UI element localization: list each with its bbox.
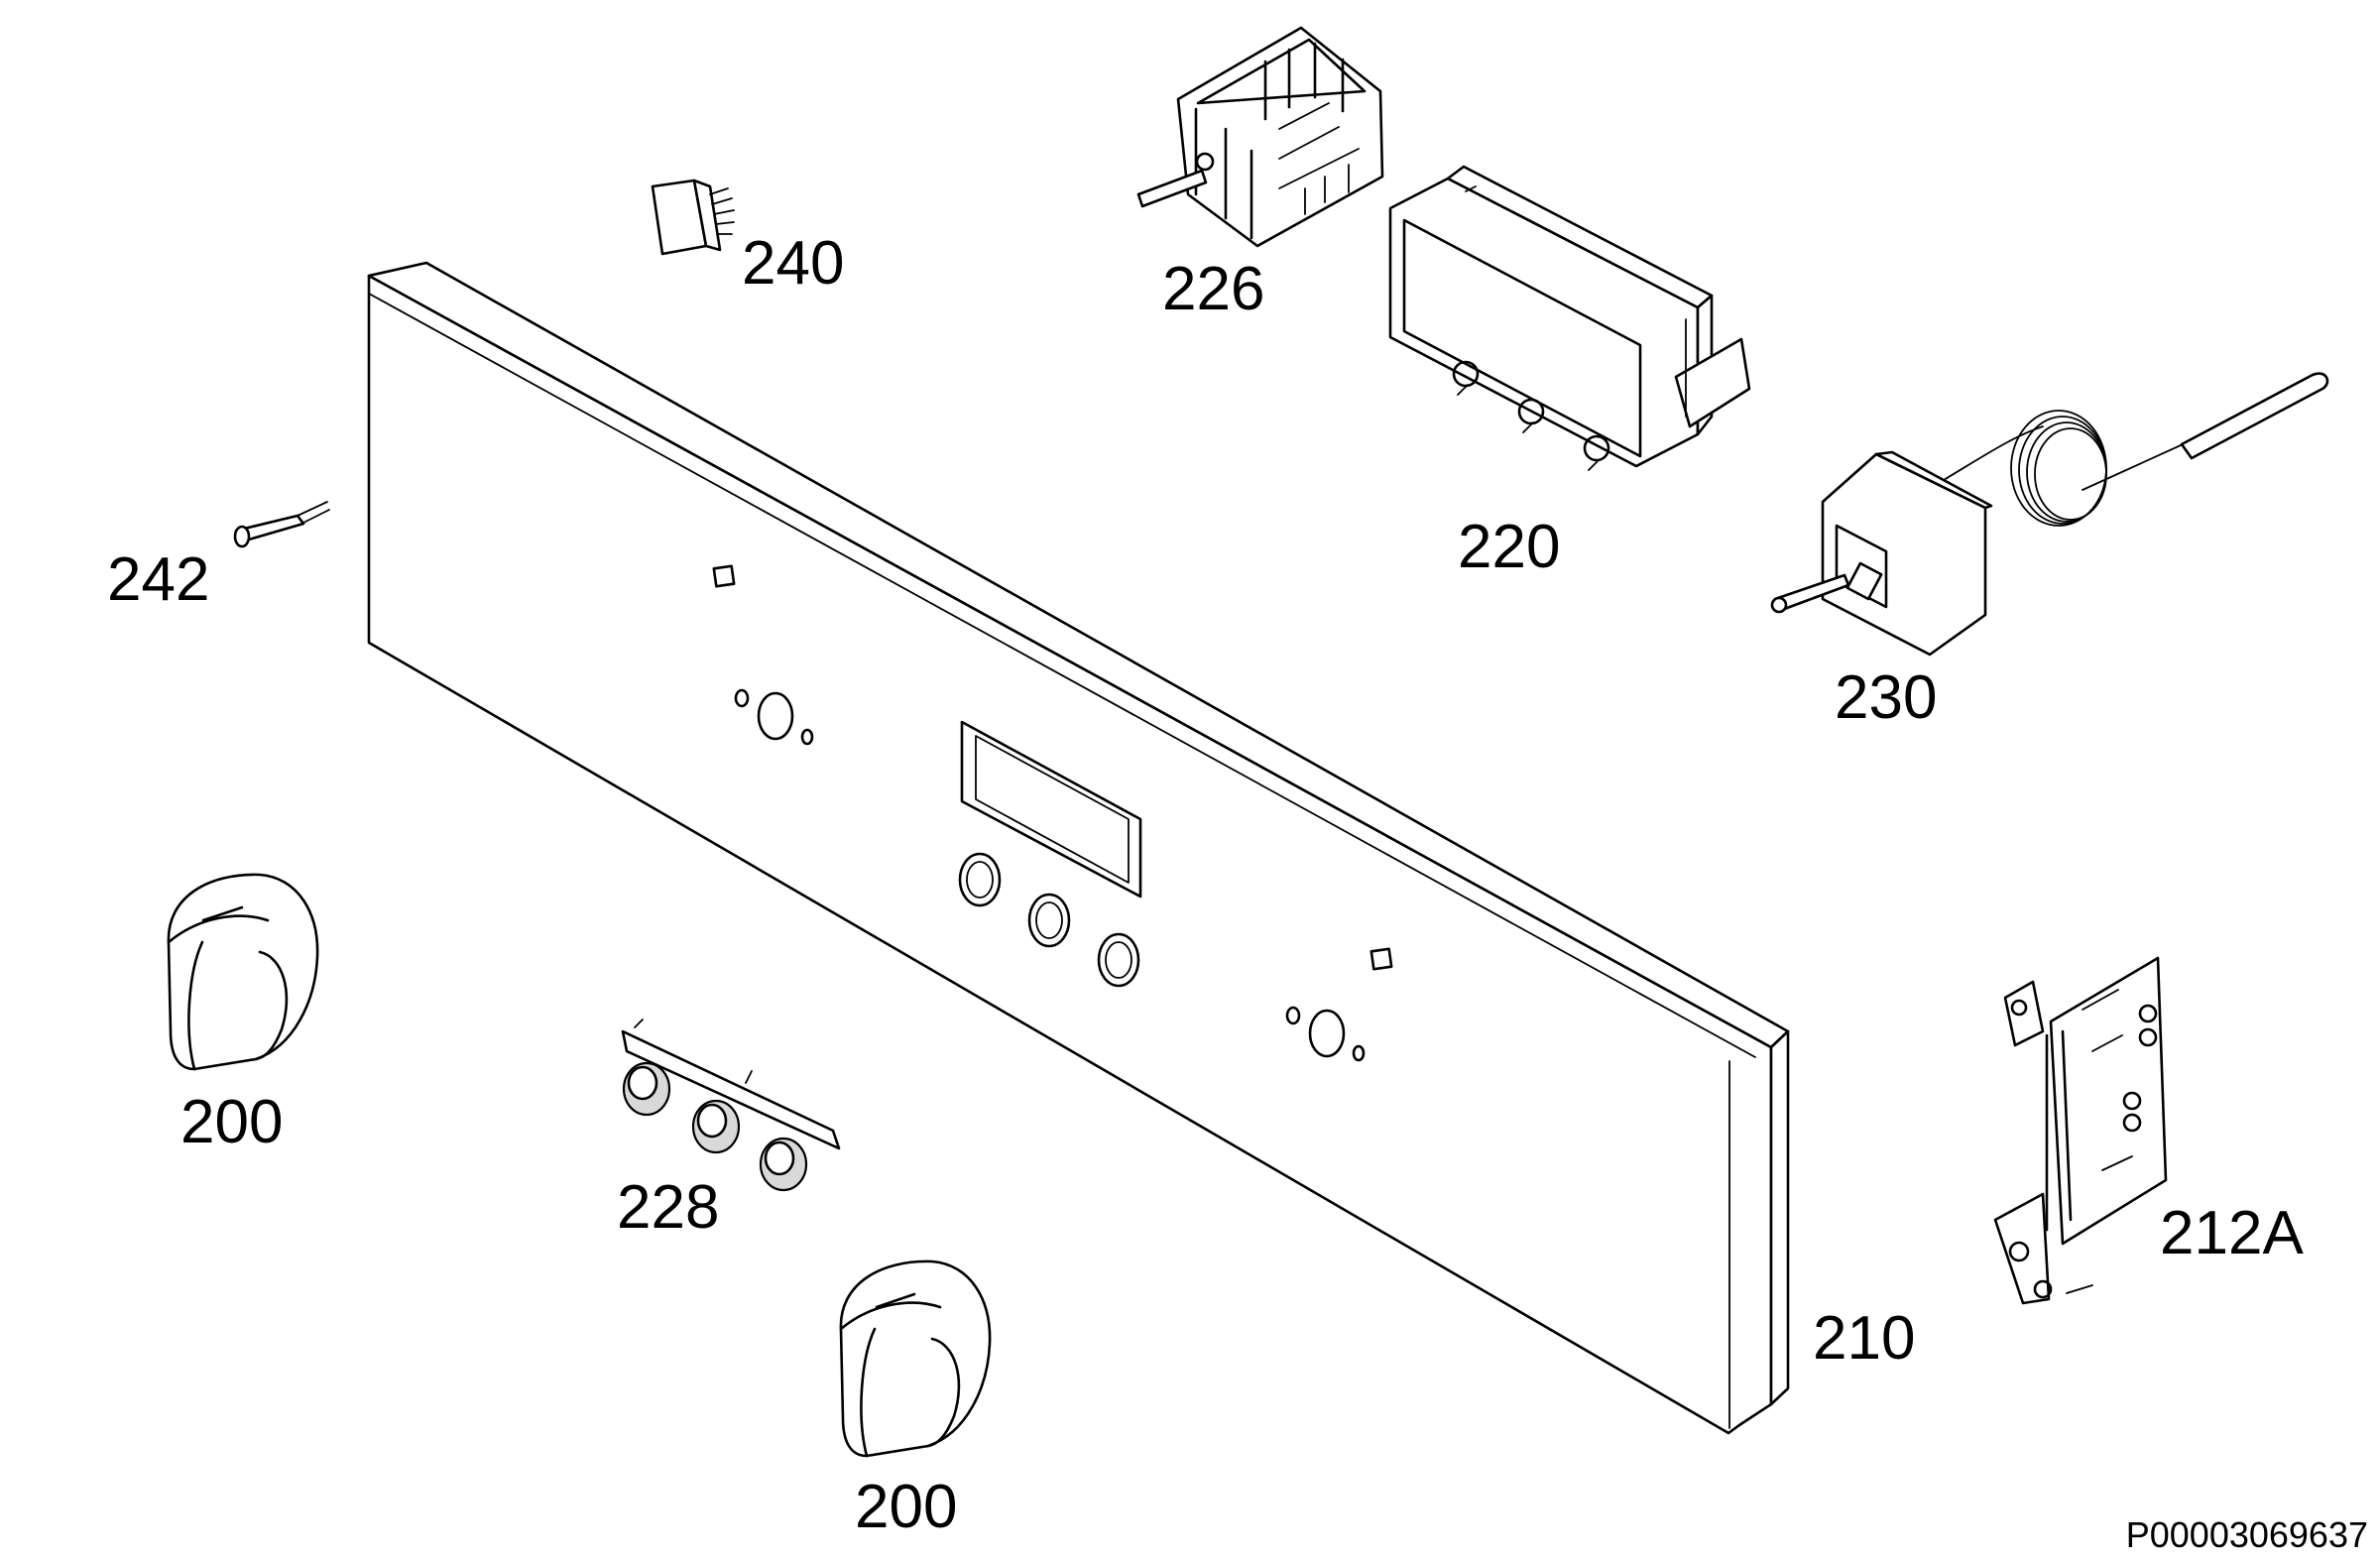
callout-226: 226 bbox=[1162, 255, 1264, 323]
document-id: P00003069637 bbox=[2126, 1514, 2368, 1555]
button-228-1 bbox=[622, 1061, 671, 1117]
knob-200-upper[interactable] bbox=[167, 873, 319, 1071]
control-panel-210[interactable] bbox=[367, 261, 1790, 1435]
callout-200-upper: 200 bbox=[180, 1088, 283, 1156]
callout-240: 240 bbox=[742, 229, 844, 298]
callout-220: 220 bbox=[1458, 513, 1560, 581]
callout-230: 230 bbox=[1835, 663, 1937, 732]
button-228-3 bbox=[759, 1137, 808, 1192]
button-assembly-228[interactable] bbox=[621, 1019, 841, 1192]
pin-242[interactable] bbox=[233, 501, 330, 548]
callout-228: 228 bbox=[617, 1173, 719, 1242]
bracket-212a[interactable] bbox=[1993, 956, 2168, 1305]
knob-200-lower[interactable] bbox=[839, 1260, 992, 1458]
capillary-coil bbox=[2010, 410, 2107, 527]
thermostat-230[interactable] bbox=[1770, 372, 2329, 657]
selector-switch-226[interactable] bbox=[1136, 26, 1384, 248]
callout-212a: 212A bbox=[2160, 1199, 2304, 1267]
display-module-220[interactable] bbox=[1388, 165, 1751, 471]
callout-242: 242 bbox=[107, 545, 209, 614]
button-228-2 bbox=[691, 1099, 741, 1154]
clip-240[interactable] bbox=[651, 179, 735, 256]
callout-210: 210 bbox=[1813, 1304, 1915, 1373]
callout-200-lower: 200 bbox=[855, 1473, 957, 1541]
